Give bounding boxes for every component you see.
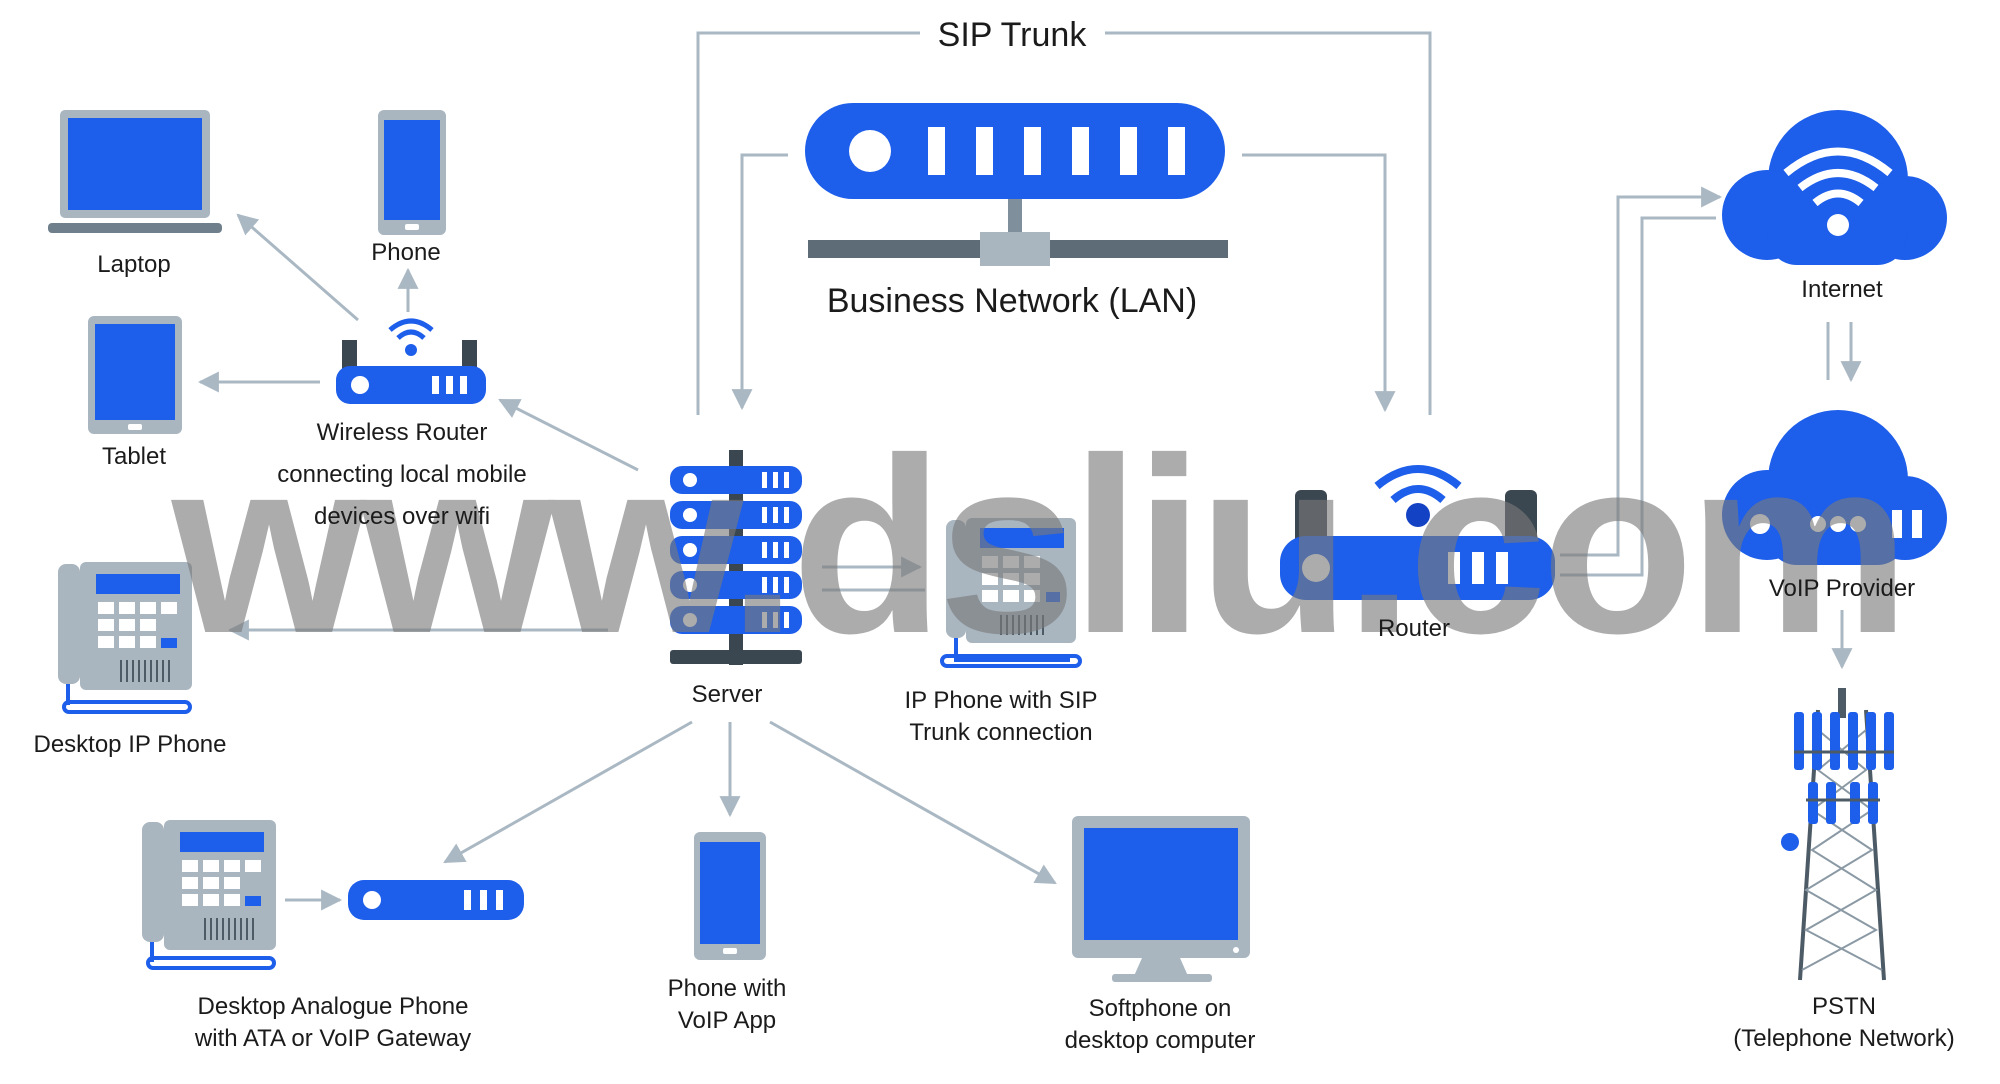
wireless-router-label-line-2: connecting local mobile <box>277 461 526 488</box>
sip-trunk-line-left <box>696 31 920 415</box>
pstn-label-line-2: (Telephone Network) <box>1733 1025 1954 1052</box>
voip-provider-label: VoIP Provider <box>1769 575 1915 602</box>
ip-phone-sip-label-line-2: Trunk connection <box>909 719 1092 746</box>
connectors <box>197 31 1862 911</box>
mobile-phone-icon <box>694 832 766 960</box>
sip-trunk-label: SIP Trunk <box>938 16 1088 54</box>
ip-phone-icon <box>940 518 1082 668</box>
phone-voip-app-label-line-1: Phone with <box>668 975 787 1002</box>
desk-phone-icon <box>58 562 192 714</box>
analogue-phone-icon <box>142 820 276 970</box>
server-to-wifi-line <box>498 398 639 472</box>
softphone-label-line-1: Softphone on <box>1089 995 1232 1022</box>
phone-icon <box>378 110 446 235</box>
tablet-label: Tablet <box>102 443 166 470</box>
lan-to-router-line <box>1242 153 1396 413</box>
watermark-text: www.dsliu.com <box>171 406 1904 685</box>
ata-gateway-icon <box>348 880 524 920</box>
server-to-ata-line <box>443 720 693 864</box>
analogue-phone-label-line-2: with ATA or VoIP Gateway <box>194 1025 471 1052</box>
wireless-router-label-line-1: Wireless Router <box>317 419 488 446</box>
cell-tower-icon <box>1781 688 1894 981</box>
server-icon <box>670 450 802 665</box>
desktop-ip-phone-label: Desktop IP Phone <box>33 731 226 758</box>
router-icon <box>1280 465 1555 600</box>
laptop-icon <box>48 110 222 233</box>
laptop-label: Laptop <box>97 251 170 278</box>
ip-phone-sip-label-line-1: IP Phone with SIP <box>904 687 1097 714</box>
pstn-label-line-1: PSTN <box>1812 993 1876 1020</box>
analogue-phone-label-line-1: Desktop Analogue Phone <box>198 993 469 1020</box>
router-label: Router <box>1378 615 1450 642</box>
sip-trunk-line-right <box>1105 31 1432 415</box>
wifi-to-laptop-line <box>236 213 359 322</box>
lan-label: Business Network (LAN) <box>827 282 1197 320</box>
phone-voip-app-label-line-2: VoIP App <box>678 1007 776 1034</box>
lan-switch-icon <box>805 103 1228 266</box>
wireless-router-icon <box>336 318 486 404</box>
phone-label: Phone <box>371 239 440 266</box>
lan-to-server-line <box>731 153 788 411</box>
wireless-router-label-line-3: devices over wifi <box>314 503 490 530</box>
router-to-internet-line-1 <box>1560 186 1723 557</box>
cloud-internet-icon <box>1722 110 1947 265</box>
internet-label: Internet <box>1801 276 1883 303</box>
server-label: Server <box>692 681 763 708</box>
server-to-softphone-line <box>769 720 1057 885</box>
cloud-voip-icon <box>1722 410 1947 565</box>
softphone-label-line-2: desktop computer <box>1065 1027 1256 1054</box>
router-to-internet-line-2 <box>1560 216 1716 577</box>
monitor-icon <box>1072 816 1250 982</box>
tablet-icon <box>88 316 182 434</box>
labels: SIP Trunk Business Network (LAN) Laptop … <box>33 8 1955 1054</box>
